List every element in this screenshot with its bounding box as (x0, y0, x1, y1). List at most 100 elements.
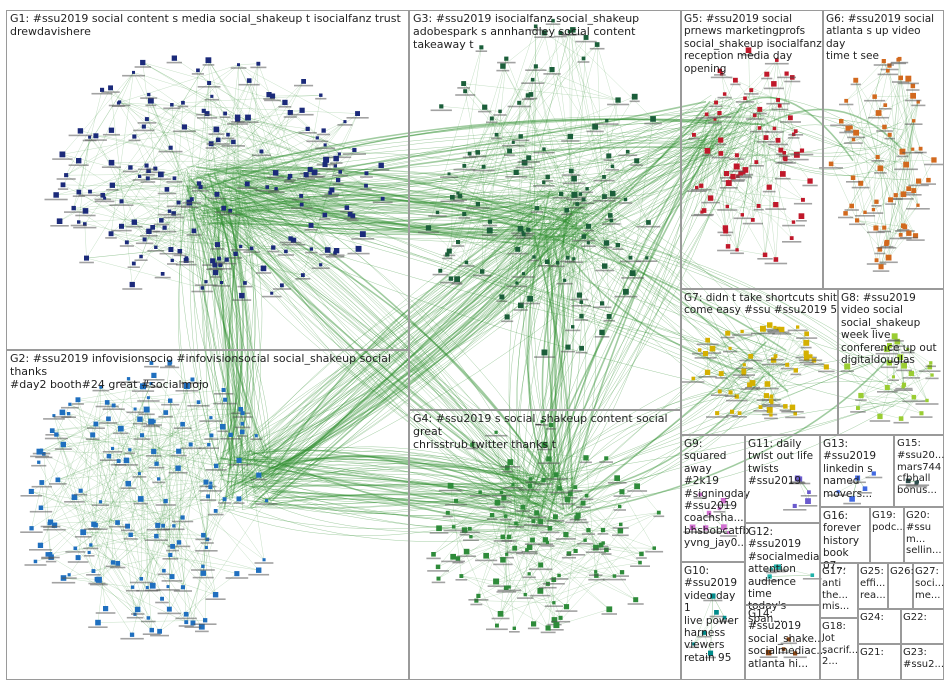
node-label-mark (154, 276, 171, 279)
node-label-mark (61, 406, 79, 409)
edge (714, 59, 777, 120)
node (218, 263, 223, 267)
node-label-mark (122, 170, 138, 173)
node-label-mark (525, 481, 536, 483)
edge (502, 478, 531, 537)
node (571, 175, 577, 182)
node-label-mark (131, 390, 155, 392)
node (728, 390, 733, 395)
node-label-mark (696, 117, 718, 119)
edge (238, 473, 533, 500)
edge (216, 208, 236, 466)
node-label-mark (195, 550, 218, 552)
node-label-mark (426, 557, 441, 560)
group-box-g15 (894, 435, 944, 507)
node (875, 110, 882, 116)
edge (261, 151, 326, 165)
edge (883, 61, 921, 149)
node (795, 475, 800, 481)
node-label-mark (216, 262, 237, 265)
edge (130, 167, 336, 254)
node-label-mark (782, 241, 802, 243)
node (100, 192, 106, 198)
edge (100, 387, 259, 571)
node (451, 525, 456, 529)
group-label-g1: G1: #ssu2019 social content s media soci… (10, 12, 401, 38)
edge (509, 150, 578, 205)
edge (449, 176, 548, 252)
node-label-mark (621, 277, 645, 279)
node-label-mark (533, 185, 555, 187)
edge (532, 539, 610, 610)
edge (567, 400, 918, 481)
edge (847, 366, 881, 417)
edge (247, 117, 355, 151)
edge (217, 473, 521, 513)
edge (31, 482, 42, 529)
group-box-g14 (745, 605, 820, 680)
node-label-mark (702, 154, 713, 157)
edge (546, 247, 573, 494)
edge (152, 171, 341, 228)
node (355, 111, 360, 116)
node-label-mark (486, 121, 498, 124)
edge (241, 151, 262, 296)
node (579, 300, 584, 304)
node (145, 586, 149, 590)
edge (273, 138, 708, 480)
node (445, 252, 450, 257)
edge (857, 348, 888, 409)
edge (447, 512, 567, 607)
edge (104, 197, 347, 208)
node (234, 571, 240, 577)
node-label-mark (880, 245, 894, 248)
node (157, 477, 161, 481)
edge (727, 173, 783, 207)
edge (888, 77, 901, 258)
node-label-mark (315, 147, 336, 150)
node-label-mark (131, 613, 145, 615)
node (431, 552, 436, 557)
node-label-mark (787, 329, 808, 332)
node-label-mark (717, 96, 732, 99)
edge (714, 119, 729, 247)
node (545, 540, 550, 545)
node (862, 486, 868, 491)
edge (267, 488, 568, 504)
node (541, 349, 548, 356)
node-label-mark (85, 438, 100, 440)
node-label-mark (601, 553, 612, 555)
node (915, 480, 919, 484)
node-label-mark (891, 81, 910, 83)
node (783, 157, 788, 162)
node-label-mark (530, 211, 544, 213)
node (581, 197, 586, 202)
node (881, 59, 886, 64)
node (489, 116, 494, 121)
node (700, 210, 704, 214)
edge (886, 159, 935, 244)
node-label-mark (627, 490, 648, 492)
edge (547, 502, 584, 543)
node (905, 75, 912, 82)
node-label-mark (904, 123, 923, 125)
node-label-mark (875, 352, 899, 355)
node (140, 383, 146, 390)
node (709, 345, 716, 352)
edge (40, 444, 64, 508)
edge (514, 444, 545, 549)
node (364, 183, 368, 188)
node-label-mark (156, 589, 180, 591)
node-label-mark (105, 237, 117, 239)
node (503, 514, 508, 518)
node-label-mark (612, 527, 629, 529)
node (576, 292, 582, 298)
node (162, 568, 166, 573)
edge (530, 248, 572, 485)
node-label-mark (893, 421, 909, 424)
node-label-mark (630, 565, 650, 567)
edge (118, 102, 161, 175)
edge (62, 412, 209, 445)
node-label-mark (515, 166, 534, 169)
node-label-mark (876, 247, 897, 249)
